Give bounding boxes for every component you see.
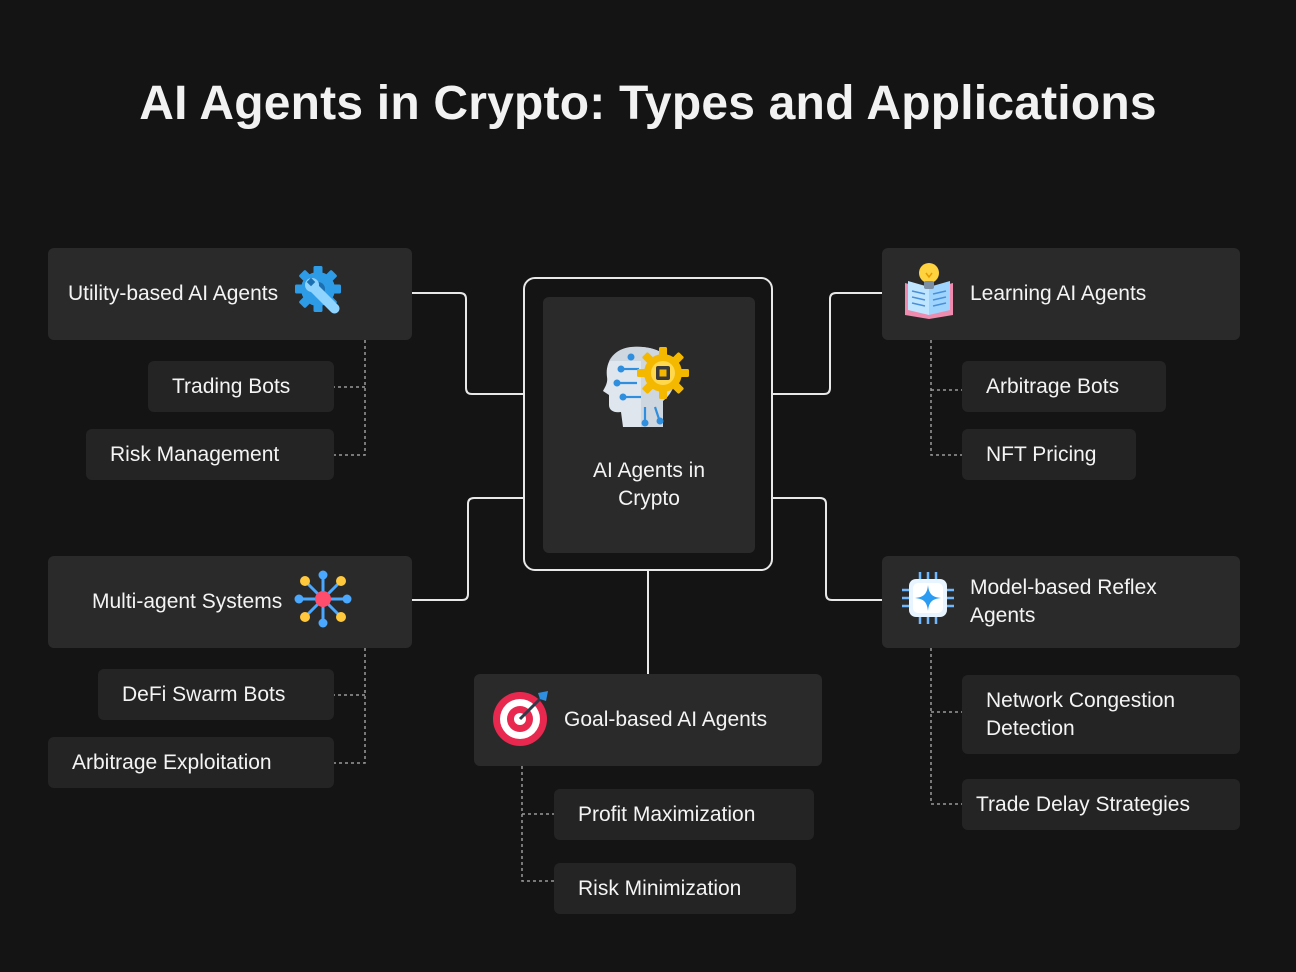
goal-item-profit-maximization[interactable]: Profit Maximization	[554, 789, 814, 840]
gear-wrench-icon	[294, 265, 346, 323]
network-hub-icon	[294, 570, 352, 634]
multi-item-arbitrage-exploitation[interactable]: Arbitrage Exploitation	[48, 737, 334, 788]
book-lightbulb-icon	[902, 261, 956, 327]
list-item-label: Risk Minimization	[578, 876, 742, 900]
list-item-label-line2: Detection	[986, 716, 1075, 740]
list-item-label: Network Congestion Detection	[986, 687, 1175, 743]
list-item-label: Arbitrage Exploitation	[72, 750, 272, 774]
category-goal-label: Goal-based AI Agents	[564, 708, 768, 731]
connector-multi	[412, 497, 523, 601]
category-model-reflex-label: Model-based Reflex Agents	[970, 574, 1157, 630]
list-item-label: Risk Management	[110, 442, 280, 466]
category-utility-label: Utility-based AI Agents	[68, 282, 279, 305]
multi-item-defi-swarm-bots[interactable]: DeFi Swarm Bots	[98, 669, 334, 720]
connector-learning	[773, 292, 882, 395]
list-item-label: Profit Maximization	[578, 802, 756, 826]
goal-item-risk-minimization[interactable]: Risk Minimization	[554, 863, 796, 914]
center-label-line1: AI Agents in	[592, 459, 706, 482]
category-learning[interactable]: Learning AI Agents	[882, 248, 1240, 340]
connector-reflex	[773, 497, 882, 601]
learning-item-arbitrage-bots[interactable]: Arbitrage Bots	[962, 361, 1166, 412]
ai-head-chip-icon	[601, 341, 697, 438]
page-title: AI Agents in Crypto: Types and Applicati…	[139, 77, 1157, 130]
center-label-line2: Crypto	[618, 487, 680, 510]
learning-item-nft-pricing[interactable]: NFT Pricing	[962, 429, 1136, 480]
reflex-item-trade-delay-strategies[interactable]: Trade Delay Strategies	[962, 779, 1240, 830]
center-node-inner: AI Agents in Crypto	[543, 297, 755, 553]
center-node[interactable]: AI Agents in Crypto	[523, 277, 773, 571]
category-model-reflex[interactable]: Model-based Reflex Agents	[882, 556, 1240, 648]
list-item-label: Trade Delay Strategies	[976, 792, 1190, 816]
reflex-item-network-congestion[interactable]: Network Congestion Detection	[962, 675, 1240, 754]
category-learning-label: Learning AI Agents	[970, 282, 1147, 305]
category-multi-agent[interactable]: Multi-agent Systems	[48, 556, 412, 648]
list-item-label: NFT Pricing	[986, 442, 1097, 466]
category-utility[interactable]: Utility-based AI Agents	[48, 248, 412, 340]
center-label: AI Agents in Crypto	[543, 457, 755, 513]
list-item-label: Arbitrage Bots	[986, 374, 1120, 398]
utility-item-trading-bots[interactable]: Trading Bots	[148, 361, 334, 412]
utility-item-risk-management[interactable]: Risk Management	[86, 429, 334, 480]
list-item-label: DeFi Swarm Bots	[122, 682, 286, 706]
list-item-label-line1: Network Congestion	[986, 688, 1176, 712]
category-goal[interactable]: Goal-based AI Agents	[474, 674, 822, 766]
category-multi-agent-label: Multi-agent Systems	[92, 590, 283, 613]
connector-utility	[412, 292, 523, 395]
target-dart-icon	[492, 687, 552, 753]
category-model-reflex-label-line1: Model-based Reflex	[970, 576, 1157, 599]
chip-sparkle-icon	[900, 570, 956, 634]
category-model-reflex-label-line2: Agents	[970, 604, 1036, 627]
list-item-label: Trading Bots	[172, 374, 291, 398]
